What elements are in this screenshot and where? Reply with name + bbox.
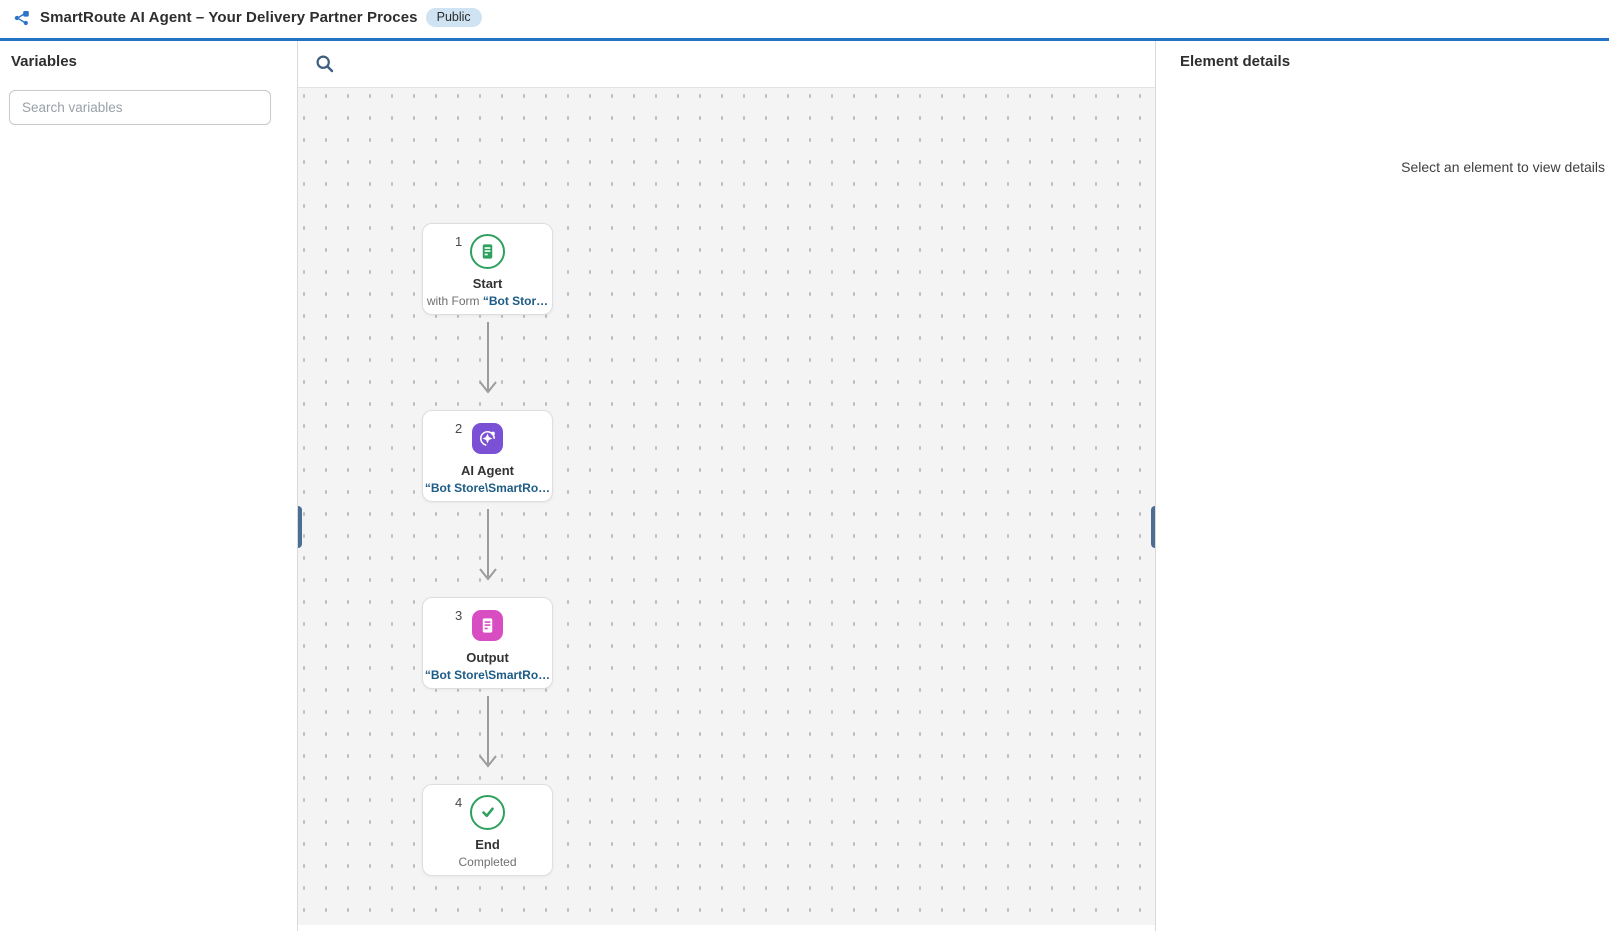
element-details-title: Element details [1180,53,1291,70]
page-title: SmartRoute AI Agent – Your Delivery Part… [40,9,418,26]
node-start[interactable]: 1 Start with Form “Bot Stor… [422,223,553,315]
search-icon[interactable] [315,54,335,74]
details-empty-state-text: Select an element to view details [1401,159,1605,175]
workflow-canvas[interactable]: 1 Start with Form “Bot Stor… [298,88,1155,931]
node-number: 1 [455,234,463,249]
node-subtitle-link: “Bot Stor… [482,294,549,308]
node-title: End [475,837,500,852]
node-subtitle-link: “Bot Store\SmartRo… [424,668,551,682]
variables-panel: Variables [0,41,298,931]
visibility-badge: Public [425,8,482,27]
node-number: 2 [455,421,463,436]
node-subtitle-prefix: with Form [426,294,483,308]
node-subtitle-link: “Bot Store\SmartRo… [424,481,551,495]
canvas-toolbar [298,41,1155,88]
canvas-column: 1 Start with Form “Bot Stor… [298,41,1155,931]
search-variables-input[interactable] [9,90,271,125]
connector-arrow [479,509,497,581]
canvas-scrollbar-track [298,925,1155,931]
connector-arrow [479,696,497,768]
node-title: Output [466,650,509,665]
right-panel-resize-handle[interactable] [1151,506,1155,548]
node-subtitle-text: Completed [458,855,517,869]
variables-panel-title: Variables [11,53,77,70]
node-number: 4 [455,795,463,810]
node-output[interactable]: 3 Output “Bot Store\SmartRo… [422,597,553,689]
node-subtitle: “Bot Store\SmartRo… [423,668,552,682]
node-subtitle: Completed [423,855,552,869]
workflow-logo-icon [14,10,29,25]
ai-agent-purple-icon [472,422,503,454]
left-panel-resize-handle[interactable] [298,506,302,548]
form-pink-icon [472,609,503,641]
node-title: AI Agent [461,463,514,478]
node-number: 3 [455,608,463,623]
node-subtitle: with Form “Bot Stor… [423,294,552,308]
node-end[interactable]: 4 End Completed [422,784,553,876]
element-details-panel: Element details Select an element to vie… [1155,41,1609,931]
connector-arrow [479,322,497,394]
node-title: Start [472,276,503,291]
form-circle-green-icon [470,233,505,269]
node-subtitle: “Bot Store\SmartRo… [423,481,552,495]
node-ai-agent[interactable]: 2 AI Agent “Bot Store\SmartRo… [422,410,553,502]
check-circle-green-icon [470,794,505,830]
app-header: SmartRoute AI Agent – Your Delivery Part… [0,0,1609,41]
